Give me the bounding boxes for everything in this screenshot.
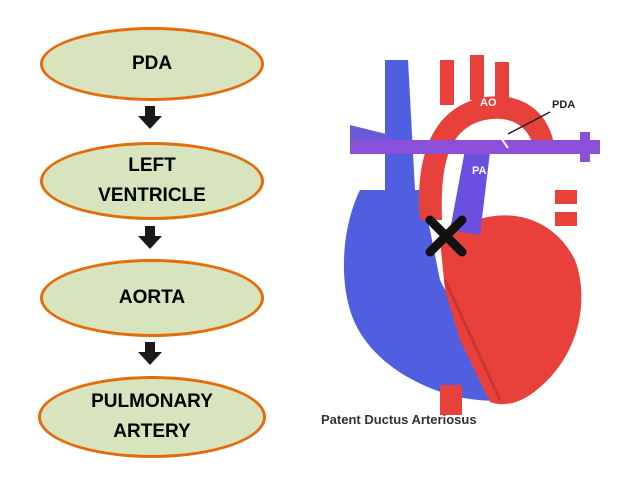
- aortic-arch-shape: [419, 96, 555, 220]
- flow-node-pulmonary-artery-label: PULMONARY ARTERY: [91, 391, 213, 442]
- left-heart-shape: [440, 215, 582, 405]
- flow-node-left-ventricle-label: LEFT VENTRICLE: [98, 155, 206, 206]
- vena-cava-shape: [385, 60, 415, 200]
- pulmonary-artery-shape: [450, 150, 490, 235]
- ao-label: AO: [480, 97, 497, 109]
- flow-node-aorta-label: AORTA: [118, 287, 186, 308]
- down-arrow-icon: [138, 106, 162, 129]
- flow-node-pda: PDA: [40, 27, 264, 101]
- pa-label: PA: [472, 165, 487, 177]
- flow-node-aorta: AORTA: [40, 259, 264, 337]
- down-arrow-icon: [138, 226, 162, 249]
- pulmonary-branch-shape: [350, 140, 600, 154]
- flow-node-left-ventricle: LEFT VENTRICLE: [40, 142, 264, 220]
- blocked-x-icon: [425, 215, 467, 257]
- heart-illustration: AO PA PDA: [343, 55, 600, 415]
- flow-node-pulmonary-artery: PULMONARY ARTERY: [38, 376, 266, 458]
- pda-pointer-line: [507, 111, 551, 135]
- flow-node-pda-label: PDA: [131, 53, 173, 74]
- illustration-caption: Patent Ductus Arteriosus: [321, 412, 477, 427]
- pda-label: PDA: [552, 99, 575, 111]
- down-arrow-icon: [138, 342, 162, 365]
